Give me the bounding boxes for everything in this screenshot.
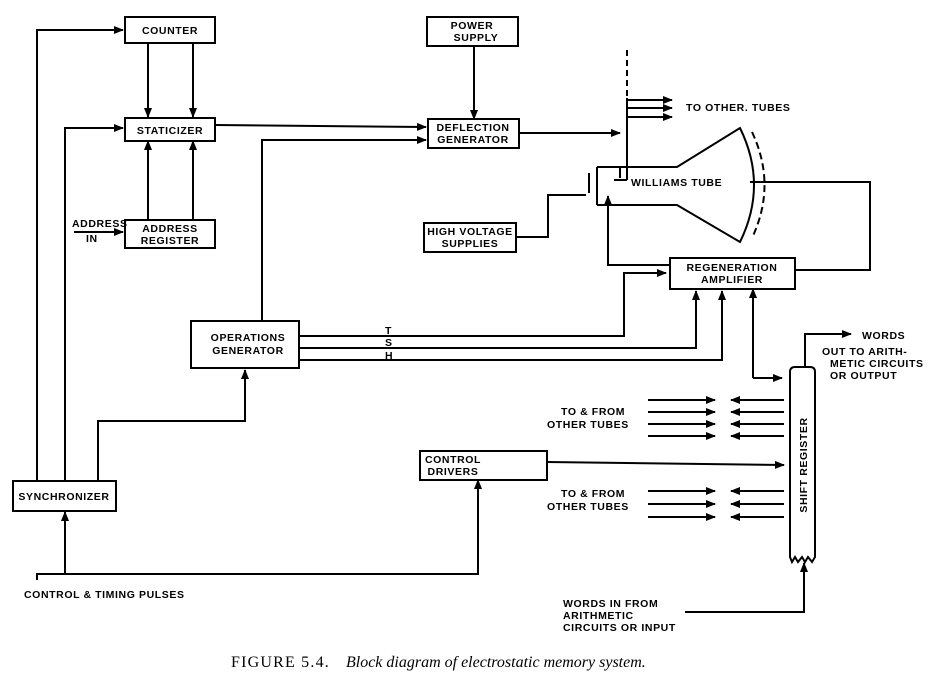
to-from-other-tubes-2-line2: OTHER TUBES (547, 501, 629, 513)
control-timing-pulses-label: CONTROL & TIMING PULSES (24, 589, 185, 601)
line-s-label: S (385, 337, 393, 349)
deflection-generator-label-2: GENERATOR (437, 134, 509, 146)
bidirectional-arrows-lower (648, 487, 784, 521)
to-from-other-tubes-2-line1: TO & FROM (561, 488, 625, 500)
address-register-block: ADDRESS REGISTER (124, 219, 216, 249)
staticizer-block: STATICIZER (124, 117, 216, 142)
staticizer-label: STATICIZER (137, 125, 203, 137)
williams-tube-icon (588, 126, 766, 244)
deflection-generator-label-1: DEFLECTION (436, 122, 509, 134)
line-t-label: T (385, 325, 392, 337)
figure-caption: FIGURE 5.4. Block diagram of electrostat… (231, 654, 646, 671)
address-in-label-2: IN (86, 233, 98, 245)
words-out-label-2: OUT TO ARITH- (822, 346, 907, 358)
control-drivers-label-2: DRIVERS (428, 466, 479, 478)
operations-generator-block: OPERATIONS GENERATOR (190, 320, 300, 369)
words-in-label-1: WORDS IN FROM (563, 598, 658, 610)
counter-block: COUNTER (124, 16, 216, 44)
operations-generator-label-1: OPERATIONS (211, 332, 286, 344)
words-out-label-1: WORDS (862, 330, 905, 342)
shift-register-block: SHIFT REGISTER (789, 366, 816, 565)
words-in-label-2: ARITHMETIC (563, 610, 634, 622)
power-supply-label-1: POWER (451, 20, 494, 32)
shift-register-label: SHIFT REGISTER (798, 417, 810, 512)
words-out-label-3: METIC CIRCUITS (830, 358, 924, 370)
counter-label: COUNTER (142, 25, 198, 37)
bidirectional-arrows-upper (648, 396, 784, 440)
line-h-label: H (385, 350, 393, 362)
regeneration-amplifier-label-1: REGENERATION (686, 262, 777, 274)
control-drivers-block: CONTROL DRIVERS (419, 450, 548, 481)
high-voltage-supplies-label-2: SUPPLIES (442, 238, 499, 250)
words-in-label-3: CIRCUITS OR INPUT (563, 622, 676, 634)
power-supply-label-2: SUPPLY (454, 32, 499, 44)
synchronizer-label: SYNCHRONIZER (18, 491, 109, 503)
regeneration-amplifier-block: REGENERATION AMPLIFIER (669, 257, 796, 290)
williams-tube-label: WILLIAMS TUBE (631, 177, 722, 189)
address-register-label-1: ADDRESS (142, 223, 198, 235)
to-other-tubes-label: TO OTHER. TUBES (686, 102, 790, 114)
high-voltage-supplies-label-1: HIGH VOLTAGE (427, 226, 513, 238)
power-supply-block: POWER SUPPLY (426, 16, 519, 47)
figure-title: Block diagram of electrostatic memory sy… (346, 654, 646, 671)
control-drivers-label-1: CONTROL (425, 454, 481, 466)
address-in-label-1: ADDRESS (72, 218, 128, 230)
words-out-label-4: OR OUTPUT (830, 370, 897, 382)
address-register-label-2: REGISTER (141, 235, 199, 247)
synchronizer-block: SYNCHRONIZER (12, 480, 117, 512)
regeneration-amplifier-label-2: AMPLIFIER (701, 274, 763, 286)
figure-number: FIGURE 5.4. (231, 654, 330, 671)
high-voltage-supplies-block: HIGH VOLTAGE SUPPLIES (423, 222, 517, 253)
to-from-other-tubes-1-line1: TO & FROM (561, 406, 625, 418)
operations-generator-label-2: GENERATOR (212, 345, 284, 357)
deflection-generator-block: DEFLECTION GENERATOR (427, 118, 520, 149)
to-from-other-tubes-1-line2: OTHER TUBES (547, 419, 629, 431)
